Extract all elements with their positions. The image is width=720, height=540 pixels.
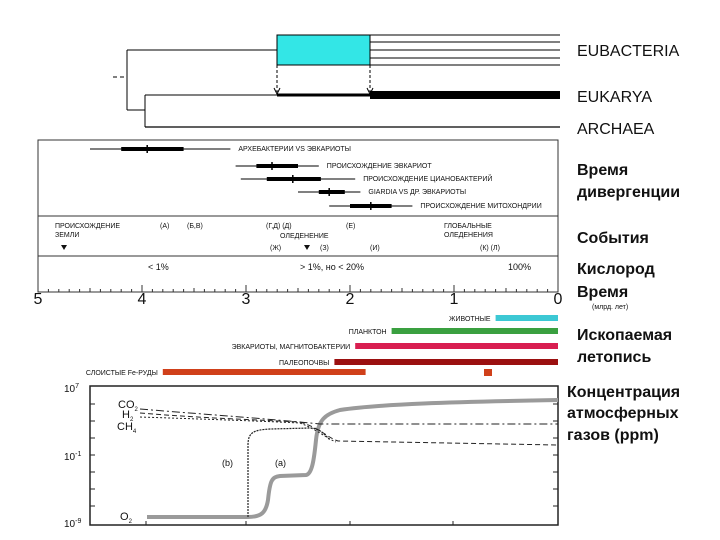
time-axis-ticks [37, 285, 559, 292]
label-time: Время [577, 284, 628, 301]
fossil-bar [391, 328, 558, 334]
axis-tick-label: 4 [138, 291, 147, 308]
label-o2: O2 [120, 511, 133, 525]
fossil-bar [334, 359, 558, 365]
event-earth-2: ЗЕМЛИ [55, 232, 79, 239]
divergence-label: ПРОИСХОЖДЕНИЕ ЭВКАРИОТ [327, 163, 433, 170]
label-gases-3: газов (ppm) [567, 427, 659, 444]
label-fossil-2: летопись [577, 349, 651, 366]
event-earth-1: ПРОИСХОЖДЕНИЕ [55, 223, 120, 230]
oxygen-high: 100% [508, 262, 531, 272]
event-kl: (К) (Л) [480, 245, 500, 252]
fossil-bar [495, 315, 558, 321]
fossil-label: ПАЛЕОПОЧВЫ [279, 360, 329, 367]
fossil-bar [355, 343, 558, 349]
divergence-label: ПРОИСХОЖДЕНИЕ ЦИАНОБАКТЕРИЙ [363, 174, 492, 183]
event-z: (З) [320, 245, 329, 252]
label-curve-b: (b) [222, 458, 233, 468]
fossil-label: ЖИВОТНЫЕ [449, 316, 491, 323]
h2-line [139, 412, 559, 446]
y-tick-mid: 10-1 [64, 451, 81, 463]
axis-tick-label: 2 [346, 291, 355, 308]
label-events: События [577, 230, 649, 247]
time-axis-labels: 5 4 3 2 1 0 [34, 291, 563, 308]
y-tick-bottom: 10-9 [64, 518, 81, 530]
eubacteria-radiation-box [276, 34, 371, 66]
o2-curve-b [247, 427, 331, 517]
divergence-label: GIARDIA VS ДР. ЭВКАРИОТЫ [368, 189, 466, 196]
ch4-line [139, 416, 337, 443]
label-h2: H2 [122, 409, 134, 423]
event-global-2: ОЛЕДЕНЕНИЯ [444, 232, 493, 239]
label-oxygen: Кислород [577, 261, 655, 278]
fossil-label: ПЛАНКТОН [349, 329, 387, 336]
gas-concentration-plot: 107 10-1 10-9 CO2 H2 CH4 O2 (b) (a) [64, 383, 559, 530]
axis-tick-label: 0 [554, 291, 563, 308]
label-eukarya: EUKARYA [577, 89, 652, 106]
phylogenetic-tree [113, 34, 560, 128]
event-b: (Б,В) [187, 223, 203, 230]
label-divergence-1: Время [577, 162, 628, 179]
fossil-record-bars: ЖИВОТНЫЕ ПЛАНКТОН ЭВКАРИОТЫ, МАГНИТОБАКТЕР… [86, 315, 558, 377]
label-ch4: CH4 [117, 421, 137, 435]
event-e: (Е) [346, 223, 355, 230]
events-row: ПРОИСХОЖДЕНИЕ ЗЕМЛИ (А) (Б,В) (Г,Д) (Д) … [55, 223, 500, 252]
label-co2: CO2 [118, 399, 139, 413]
label-divergence-2: дивергенции [577, 184, 680, 201]
label-gases-2: атмосферных [567, 405, 679, 422]
label-time-unit: (млрд. лет) [592, 304, 628, 311]
event-i: (И) [370, 245, 380, 252]
event-glaciation: ОЛЕДЕНЕНИЕ [280, 233, 329, 240]
event-zh: (Ж) [270, 245, 281, 252]
fossil-bar [162, 369, 366, 375]
event-gd: (Г,Д) (Д) [266, 223, 292, 230]
label-fossil-1: Ископаемая [577, 327, 672, 344]
fossil-label: СЛОИСТЫЕ Fe-РУДЫ [86, 370, 158, 377]
divergence-bars: АРХЕБАКТЕРИИ VS ЭВКАРИОТЫ ПРОИСХОЖДЕНИЕ Э… [90, 145, 542, 210]
label-archaea: ARCHAEA [577, 121, 655, 138]
event-a: (А) [160, 223, 169, 230]
fe-ore-bar-late [484, 369, 492, 376]
o2-curve-a [147, 398, 559, 519]
y-tick-top: 107 [64, 383, 79, 395]
axis-tick-label: 5 [34, 291, 43, 308]
axis-tick-label: 3 [242, 291, 251, 308]
fossil-label: ЭВКАРИОТЫ, МАГНИТОБАКТЕРИИ [232, 344, 351, 351]
axis-tick-label: 1 [450, 291, 459, 308]
divergence-label: ПРОИСХОЖДЕНИЕ МИТОХОНДРИИ [420, 203, 541, 210]
co2-line [139, 408, 558, 425]
event-global-1: ГЛОБАЛЬНЫЕ [444, 223, 492, 230]
divergence-label: АРХЕБАКТЕРИИ VS ЭВКАРИОТЫ [238, 146, 351, 153]
label-gases-1: Концентрация [567, 384, 680, 401]
label-curve-a: (a) [275, 458, 286, 468]
oxygen-low: < 1% [148, 262, 169, 272]
label-eubacteria: EUBACTERIA [577, 43, 680, 60]
oxygen-mid: > 1%, но < 20% [300, 262, 364, 272]
